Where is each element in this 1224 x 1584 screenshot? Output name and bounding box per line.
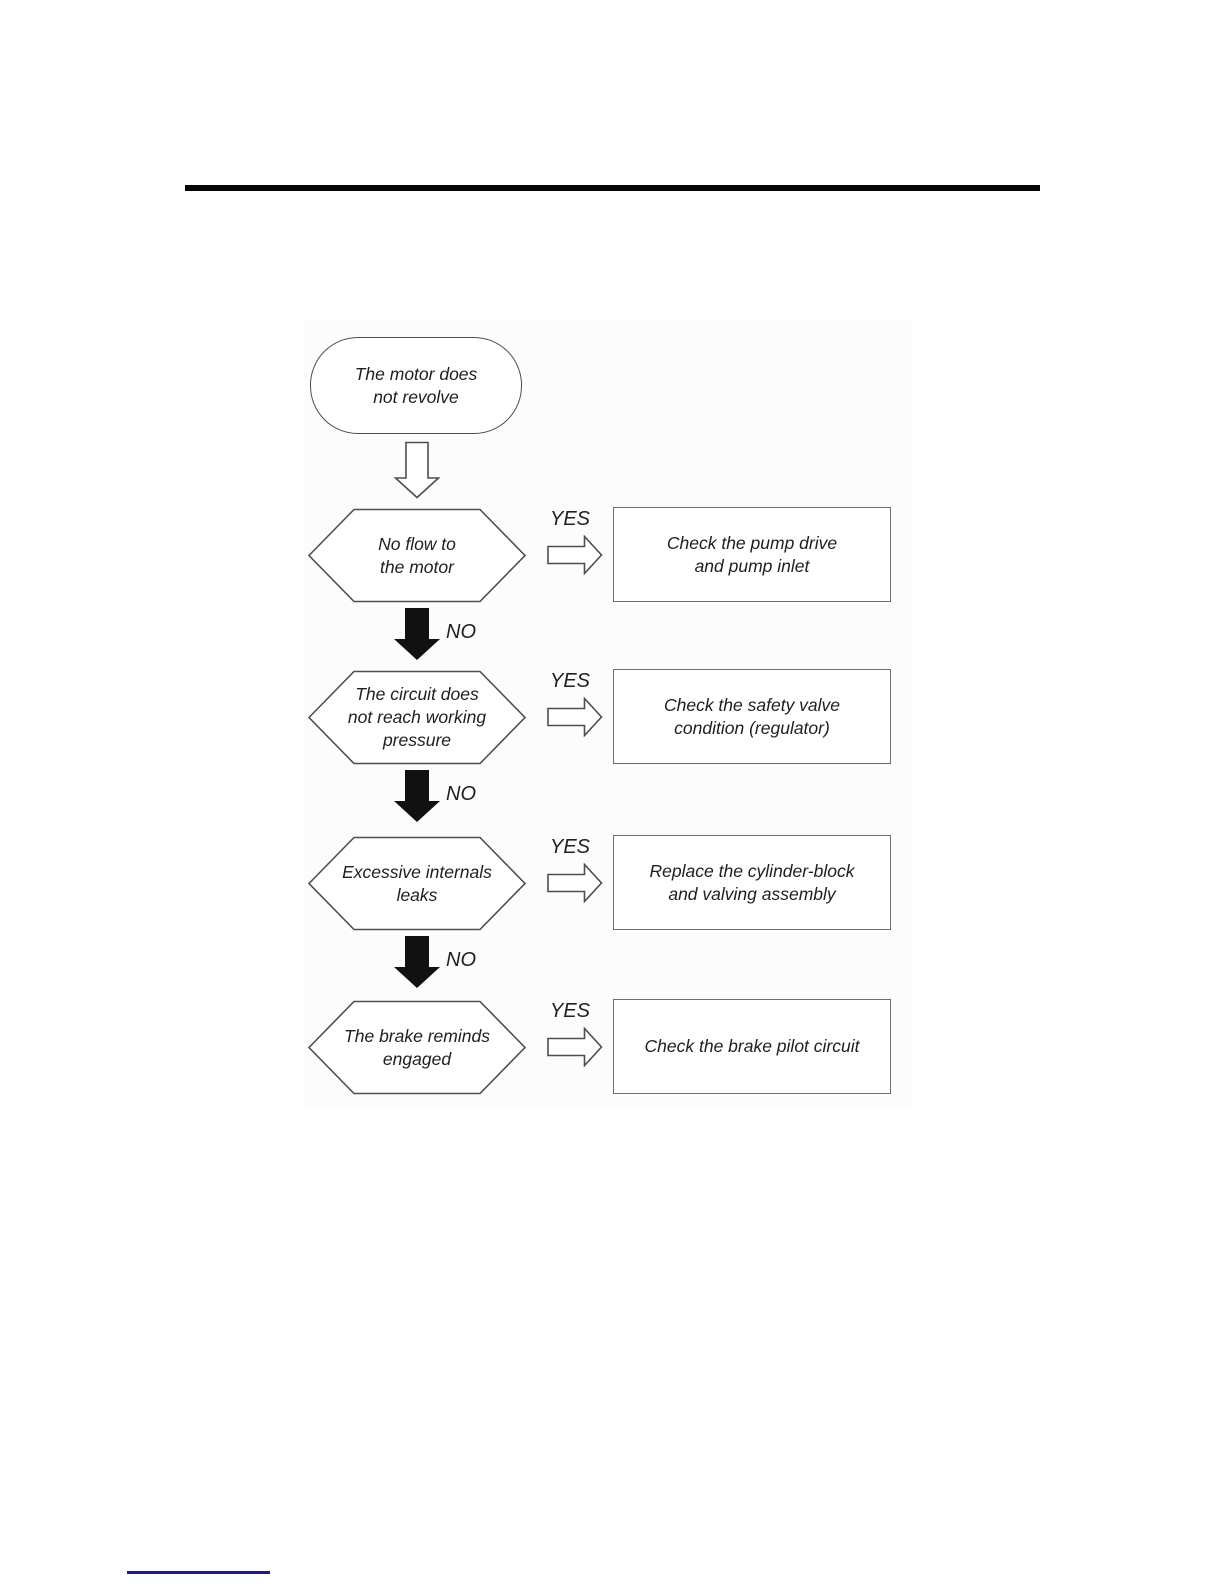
action-label: Replace the cylinder-block and valving a… — [649, 860, 855, 904]
yes-arrow-icon — [547, 535, 603, 575]
condition-node-no-flow: No flow to the motor — [307, 508, 527, 603]
flowchart-panel: The motor does not revolve No flow to th… — [303, 320, 913, 1106]
condition-label: Excessive internals leaks — [342, 861, 492, 905]
condition-label: The brake reminds engaged — [344, 1025, 490, 1069]
hexagon-shape — [307, 508, 527, 603]
down-arrow-icon — [394, 441, 440, 499]
no-arrow-icon — [394, 770, 440, 822]
action-label: Check the brake pilot circuit — [644, 1036, 860, 1056]
yes-branch-label: YES — [549, 670, 591, 692]
no-branch-label: NO — [446, 783, 476, 805]
header-rule — [185, 185, 1040, 191]
flow-start-node: The motor does not revolve — [310, 337, 522, 434]
yes-arrow-icon — [547, 863, 603, 903]
condition-label: The circuit does not reach working press… — [347, 684, 487, 750]
footer-rule — [127, 1571, 270, 1574]
action-label: Check the safety valve condition (regula… — [663, 694, 841, 738]
hexagon-shape — [307, 670, 527, 765]
hexagon-shape — [307, 836, 527, 931]
yes-arrow-icon — [547, 1027, 603, 1067]
action-node-cylinder-block: Replace the cylinder-block and valving a… — [613, 835, 891, 930]
action-node-safety-valve: Check the safety valve condition (regula… — [613, 669, 891, 764]
no-branch-label: NO — [446, 949, 476, 971]
flow-start-label: The motor does not revolve — [354, 363, 478, 407]
no-branch-label: NO — [446, 621, 476, 643]
hexagon-shape — [307, 1000, 527, 1095]
yes-branch-label: YES — [549, 1000, 591, 1022]
condition-node-working-pressure: The circuit does not reach working press… — [307, 670, 527, 765]
condition-label: No flow to the motor — [378, 533, 456, 577]
condition-node-internal-leaks: Excessive internals leaks — [307, 836, 527, 931]
action-node-pump-drive: Check the pump drive and pump inlet — [613, 507, 891, 602]
no-arrow-icon — [394, 936, 440, 988]
condition-node-brake-engaged: The brake reminds engaged — [307, 1000, 527, 1095]
action-label: Check the pump drive and pump inlet — [666, 532, 838, 576]
yes-branch-label: YES — [549, 508, 591, 530]
action-node-brake-pilot: Check the brake pilot circuit — [613, 999, 891, 1094]
yes-arrow-icon — [547, 697, 603, 737]
no-arrow-icon — [394, 608, 440, 660]
yes-branch-label: YES — [549, 836, 591, 858]
